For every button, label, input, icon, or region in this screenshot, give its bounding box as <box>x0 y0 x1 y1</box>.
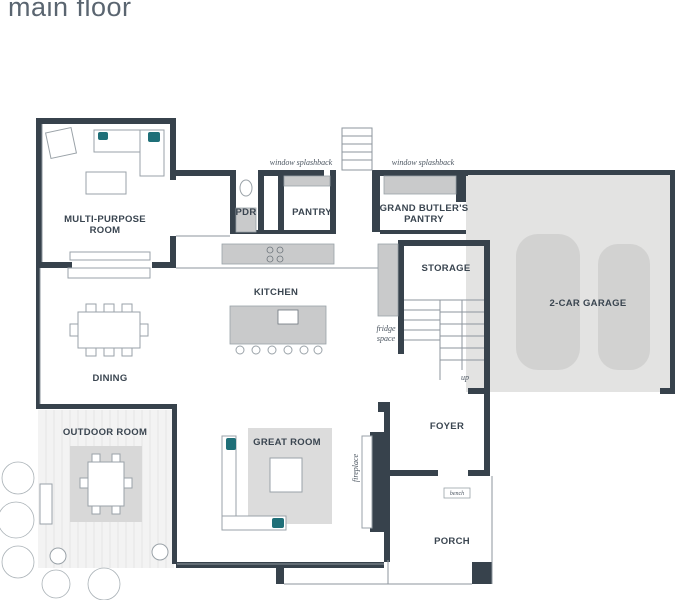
label-foyer: FOYER <box>430 421 464 432</box>
pdr-vanity <box>235 207 257 233</box>
fireplace-hearth <box>361 435 373 529</box>
dining-chairs <box>69 303 149 357</box>
interior-lines <box>39 124 493 585</box>
page-title: main floor <box>8 0 132 22</box>
dining-buffet <box>67 267 151 279</box>
label-dining: DINING <box>92 373 127 384</box>
label-porch: PORCH <box>434 536 470 547</box>
butlers-counter <box>383 175 457 195</box>
label-pantry: PANTRY <box>292 207 332 218</box>
landscape-plants <box>0 461 121 600</box>
label-multi-purpose-room-2: ROOM <box>90 225 121 236</box>
foyer-bench <box>443 487 471 499</box>
label-garage: 2-CAR GARAGE <box>550 298 627 309</box>
front-steps <box>341 127 373 171</box>
walls <box>36 118 675 584</box>
car-right <box>598 244 650 370</box>
teal-chair-4 <box>272 518 284 528</box>
note-fireplace: fireplace <box>351 453 360 482</box>
dining-table <box>77 311 141 349</box>
kitchen-counter <box>221 243 335 265</box>
note-fridge: fridge <box>376 324 396 333</box>
teal-chair-3 <box>226 438 236 450</box>
note-up: up <box>461 373 469 382</box>
outdoor-bench <box>39 483 53 525</box>
multi-purpose-desk <box>44 126 78 160</box>
teal-chair-1 <box>148 132 160 142</box>
note-fridge-space: space <box>377 334 396 343</box>
planter-2 <box>151 543 169 561</box>
great-room-sofa <box>221 435 287 531</box>
note-window-splashback-2: window splashback <box>392 158 455 167</box>
pantry-counter <box>283 175 331 187</box>
staircase <box>404 299 484 380</box>
label-storage: STORAGE <box>422 263 471 274</box>
note-window-splashback-1: window splashback <box>270 158 333 167</box>
multi-purpose-rug <box>85 171 127 195</box>
coffee-table <box>269 457 303 493</box>
island-sink <box>277 309 299 325</box>
pdr-toilet <box>239 179 253 197</box>
label-pdr: PDR <box>236 207 257 218</box>
label-great-room: GREAT ROOM <box>253 437 321 448</box>
note-bench: bench <box>450 491 464 497</box>
label-grand-butlers-pantry-2: PANTRY <box>404 214 444 225</box>
teal-chair-2 <box>98 132 108 140</box>
fridge-space <box>377 243 399 317</box>
media-console <box>69 251 151 261</box>
island-stools <box>235 345 323 355</box>
label-kitchen: KITCHEN <box>254 287 298 298</box>
outdoor-chairs <box>79 453 133 515</box>
label-outdoor-room: OUTDOOR ROOM <box>63 427 147 438</box>
label-multi-purpose-room: MULTI-PURPOSE <box>64 214 146 225</box>
planter-1 <box>49 547 67 565</box>
cooktop <box>266 246 284 263</box>
label-grand-butlers-pantry: GRAND BUTLER'S <box>380 203 469 214</box>
outdoor-table <box>87 461 125 507</box>
car-left <box>516 234 580 370</box>
